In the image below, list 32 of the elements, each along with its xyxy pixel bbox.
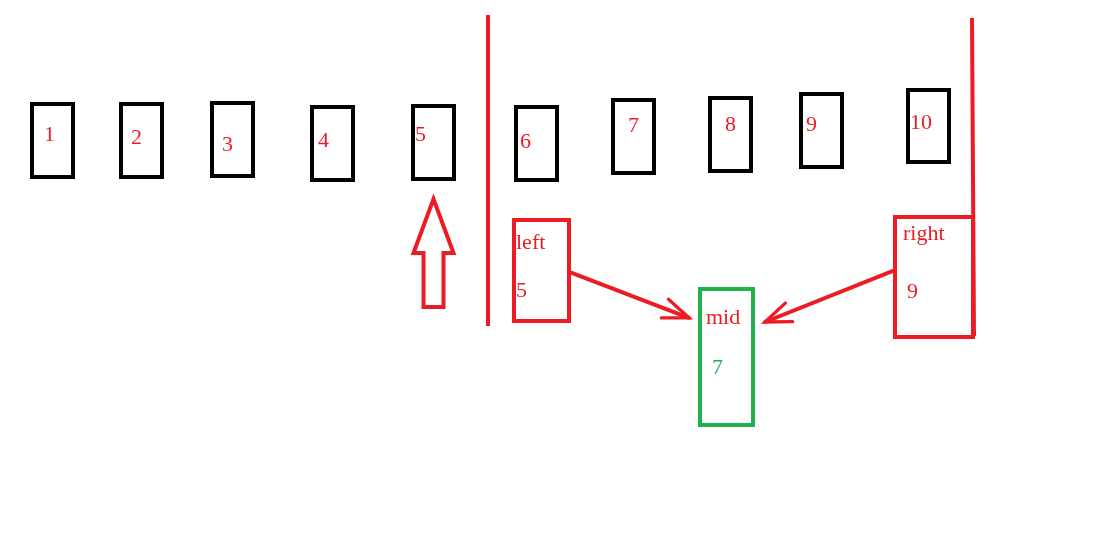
array-cell — [310, 105, 355, 182]
index-number: 8 — [725, 112, 736, 136]
array-cell — [210, 101, 255, 178]
array-cell — [708, 96, 753, 173]
index-number: 5 — [516, 278, 527, 302]
index-number: 4 — [318, 128, 329, 152]
block-arrow — [410, 193, 457, 309]
index-number: 6 — [520, 129, 531, 153]
pointer-box — [698, 287, 755, 427]
index-number: 10 — [910, 110, 932, 134]
array-cell — [30, 102, 75, 179]
array-cell — [799, 92, 844, 169]
array-cell — [611, 98, 656, 175]
index-number: 7 — [712, 355, 723, 379]
index-number: 9 — [806, 112, 817, 136]
index-number: 5 — [415, 122, 426, 146]
arrow — [763, 268, 895, 324]
pointer-name: mid — [706, 305, 741, 329]
arrow — [569, 270, 691, 320]
array-cell — [411, 104, 456, 181]
pointer-box — [512, 218, 571, 323]
pointer-box — [893, 215, 975, 339]
pointer-name: left — [516, 230, 546, 254]
index-number: 7 — [628, 113, 639, 137]
index-number: 1 — [44, 122, 55, 146]
index-number: 3 — [222, 132, 233, 156]
pointer-name: right — [903, 221, 945, 245]
array-cell — [119, 102, 164, 179]
array-cell — [514, 105, 559, 182]
index-number: 9 — [907, 279, 918, 303]
array-cell — [906, 88, 951, 164]
index-number: 2 — [131, 125, 142, 149]
